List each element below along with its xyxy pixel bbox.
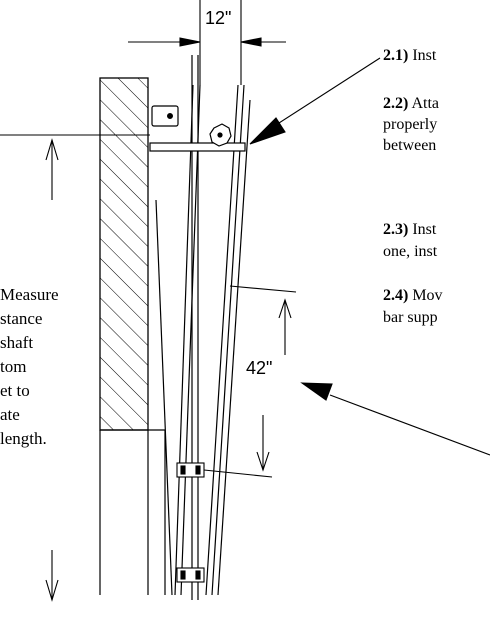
left-note-line: shaft bbox=[0, 333, 33, 352]
left-note-line: ate bbox=[0, 405, 20, 424]
step-text: Inst bbox=[408, 47, 437, 64]
step-2-3: 2.3) Inst one, inst bbox=[383, 221, 440, 260]
bottom-brackets bbox=[176, 462, 205, 583]
step-number: 2.2) bbox=[383, 95, 408, 112]
step-text: Atta bbox=[408, 95, 439, 112]
left-reference bbox=[0, 134, 150, 602]
step-2-1: 2.1) Inst bbox=[383, 47, 437, 64]
left-note-line: length. bbox=[0, 429, 47, 448]
step-number: 2.1) bbox=[383, 47, 408, 64]
step-line: one, inst bbox=[383, 243, 438, 260]
side-length-label: 42" bbox=[246, 358, 272, 378]
step-text: Inst bbox=[408, 221, 437, 238]
step-line: bar supp bbox=[383, 309, 438, 326]
step-2-2: 2.2) Atta properly between bbox=[383, 95, 443, 154]
side-dimension bbox=[203, 285, 297, 478]
step-number: 2.4) bbox=[383, 287, 408, 304]
left-note: Measure stance shaft tom et to ate lengt… bbox=[0, 285, 63, 448]
top-width-label: 12" bbox=[205, 8, 231, 28]
shaft-assembly bbox=[155, 55, 251, 600]
left-note-line: Measure bbox=[0, 285, 59, 304]
left-note-line: tom bbox=[0, 357, 26, 376]
left-note-line: et to bbox=[0, 381, 30, 400]
wall-lines bbox=[99, 429, 166, 595]
leader-arrow-2-1 bbox=[249, 57, 381, 145]
left-note-line: stance bbox=[0, 309, 42, 328]
step-text: Mov bbox=[408, 287, 442, 304]
hatched-wall-section bbox=[99, 77, 149, 431]
step-number: 2.3) bbox=[383, 221, 408, 238]
step-2-4: 2.4) Mov bar supp bbox=[383, 287, 447, 326]
leader-arrow-42 bbox=[300, 382, 490, 456]
pulley-bracket bbox=[149, 105, 246, 152]
top-dimension bbox=[128, 0, 286, 85]
step-line: between bbox=[383, 137, 436, 154]
step-line: properly bbox=[383, 116, 437, 133]
